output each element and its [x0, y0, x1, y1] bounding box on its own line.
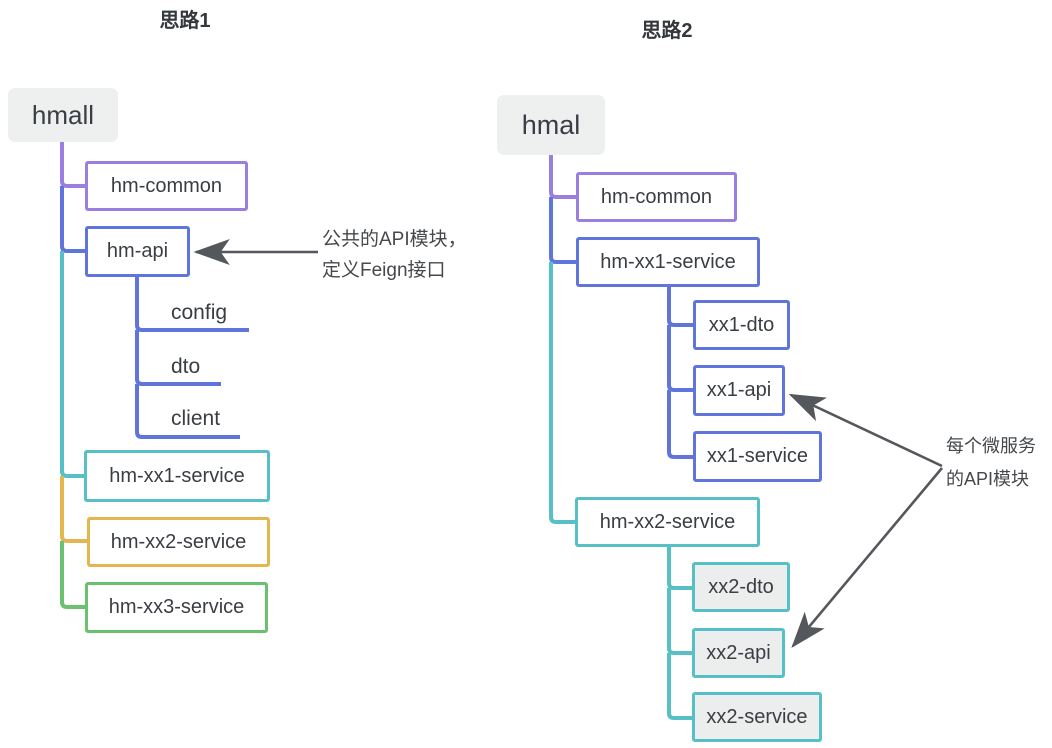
connector-hmxx2-service — [667, 653, 692, 720]
right-node-xx1-dto: xx1-dto — [693, 300, 790, 350]
right-node-xx1-service: xx1-service — [693, 431, 822, 482]
annotation-arrows — [193, 239, 943, 648]
left-leaf-client: client — [171, 407, 221, 430]
right-node-hm-common: hm-common — [576, 172, 737, 222]
left-node-hm-xx1-service: hm-xx1-service — [84, 450, 270, 502]
right-node-xx2-service: xx2-service — [692, 692, 822, 742]
right-annotation: 每个微服务 的API模块 — [946, 430, 1036, 496]
connector-hmxx2-api — [667, 588, 692, 655]
connector-hmal-hmcommon — [549, 155, 576, 199]
right-node-xx2-dto: xx2-dto — [692, 562, 790, 612]
left-node-hm-xx2-service: hm-xx2-service — [87, 517, 270, 567]
left-node-hm-xx3-service: hm-xx3-service — [85, 582, 268, 633]
left-node-hm-common: hm-common — [85, 161, 248, 211]
connector-hmxx1-api — [667, 325, 693, 392]
connector-hmall-xx3 — [60, 541, 85, 609]
right-node-hm-xx1-service: hm-xx1-service — [576, 237, 760, 287]
right-diagram-title: 思路2 — [641, 20, 693, 42]
right-node-xx1-api: xx1-api — [693, 365, 785, 416]
connector-hmxx1-service — [667, 390, 693, 459]
left-root-hmall: hmall — [8, 88, 118, 142]
left-node-hm-api: hm-api — [85, 226, 190, 277]
connector-hmxx2-dto — [667, 547, 692, 590]
left-diagram-title: 思路1 — [159, 10, 211, 32]
left-annotation-line2: 定义Feign接口 — [322, 260, 446, 281]
connector-hmal-hmxx1 — [549, 197, 576, 264]
connector-hmall-hmcommon — [60, 142, 85, 188]
left-leaf-config: config — [171, 301, 228, 324]
arrow-to-xx2-api — [791, 467, 943, 648]
connector-hmall-xx1 — [60, 251, 84, 478]
left-annotation: 公共的API模块， 定义Feign接口 — [322, 224, 467, 286]
right-node-xx2-api: xx2-api — [692, 628, 785, 678]
connector-hmxx1-dto — [667, 287, 693, 327]
right-annotation-line1: 每个微服务 — [946, 436, 1036, 456]
right-node-hm-xx2-service: hm-xx2-service — [575, 497, 760, 547]
connector-hmall-hmapi — [60, 186, 85, 253]
left-leaf-dto: dto — [171, 355, 201, 378]
right-root-hmal: hmal — [497, 95, 605, 155]
left-annotation-line1: 公共的API模块， — [322, 229, 467, 250]
connector-hmal-hmxx2 — [549, 262, 575, 524]
right-annotation-line2: 的API模块 — [946, 469, 1030, 489]
